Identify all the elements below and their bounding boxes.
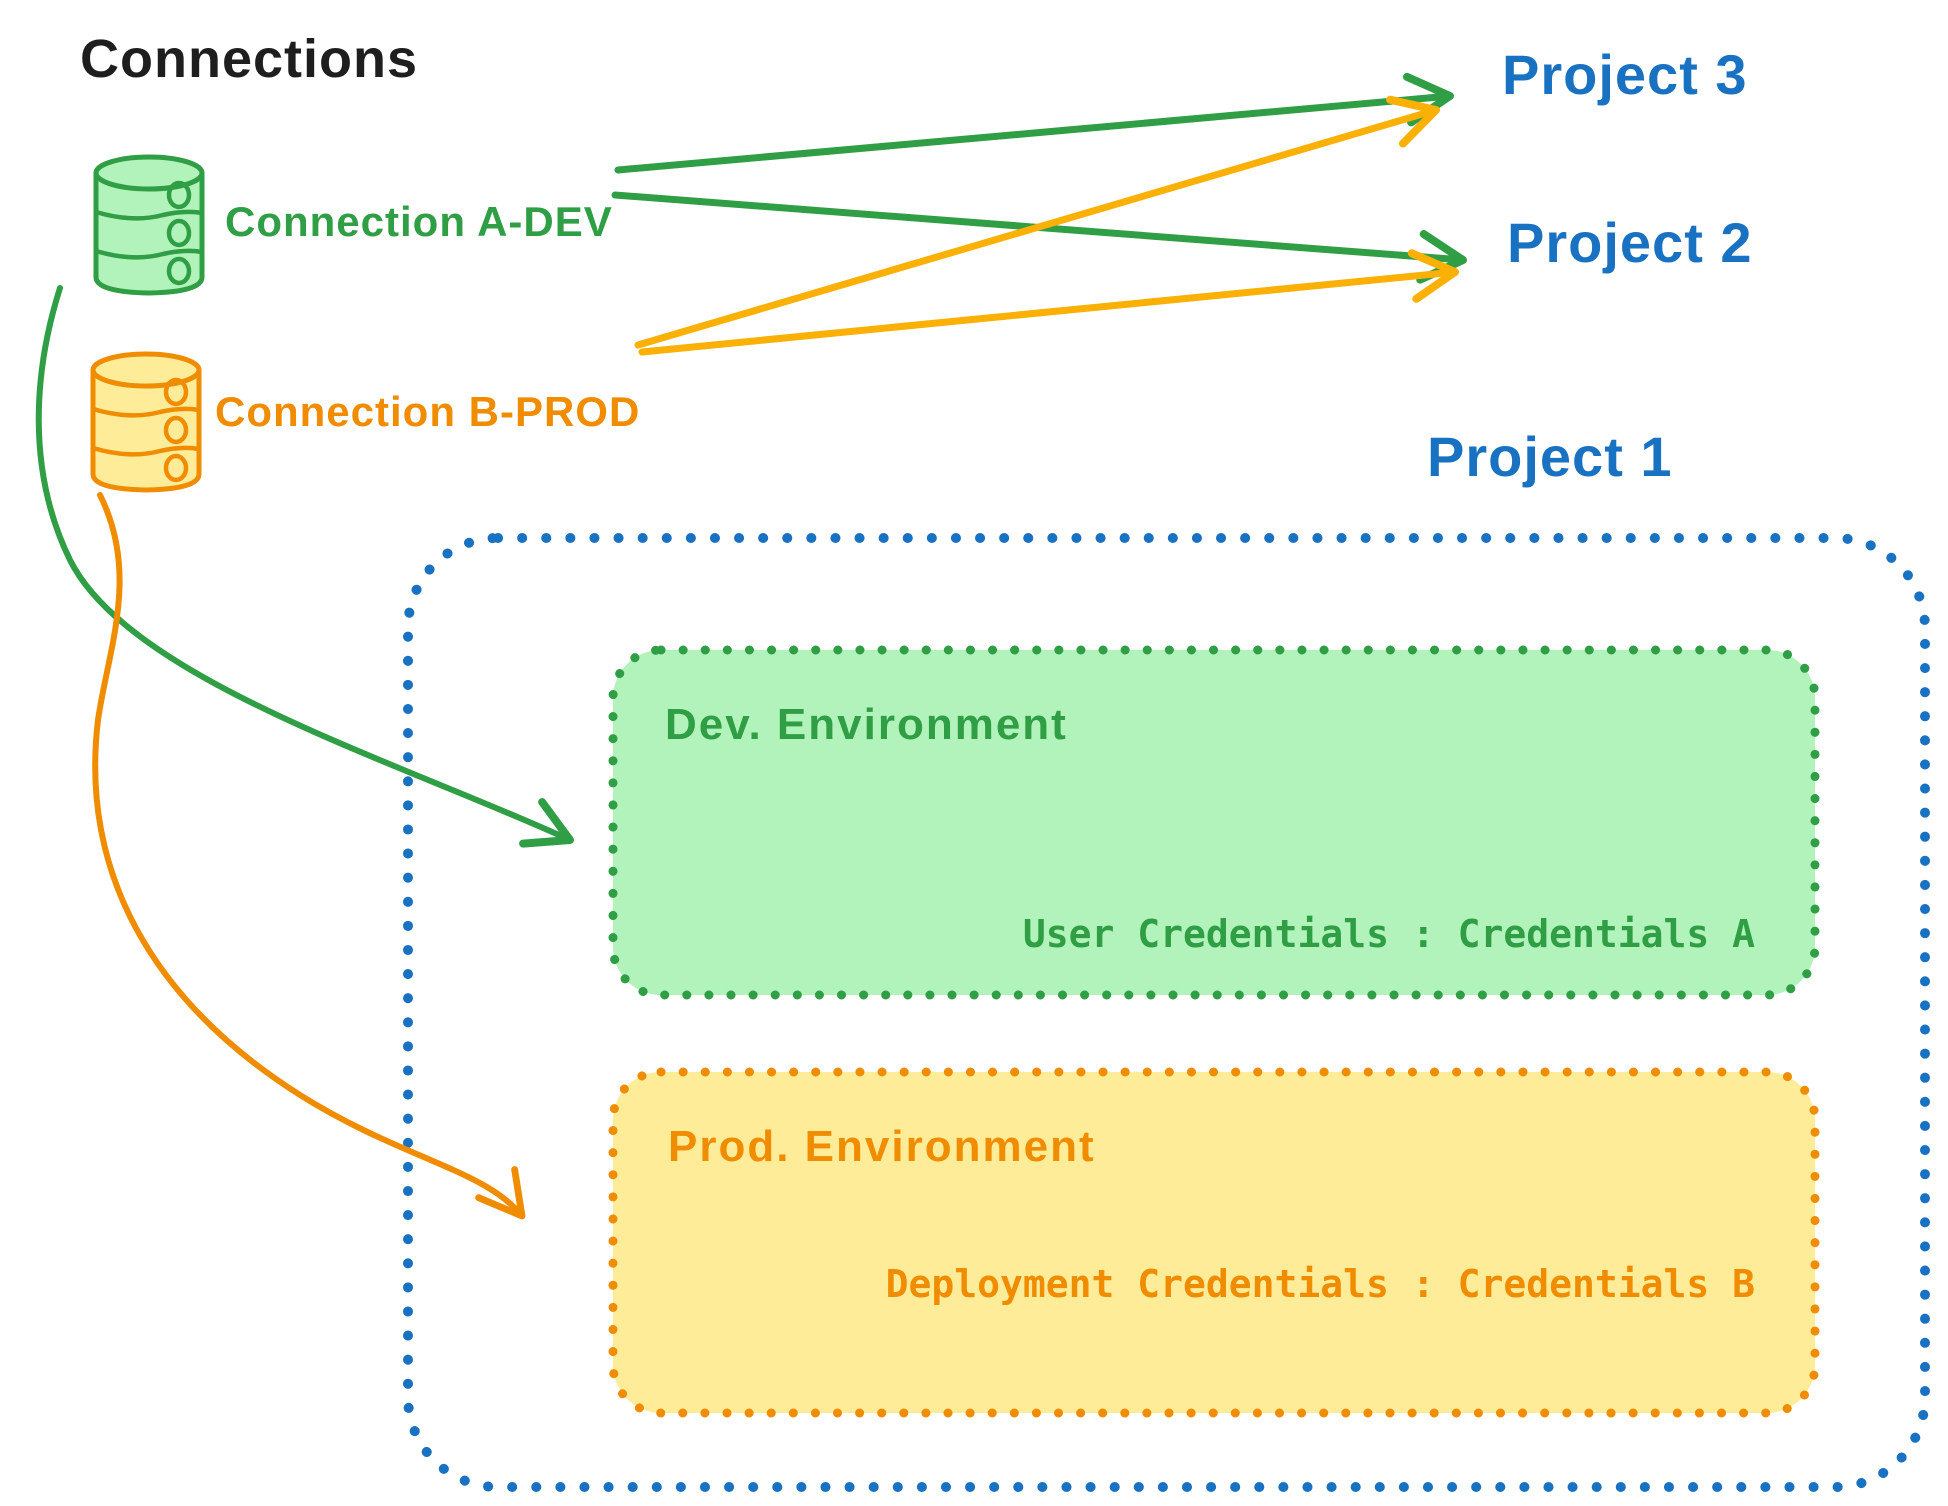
project-3-label: Project 3	[1502, 43, 1748, 106]
arrow-adev-project3	[614, 72, 1454, 174]
database-icon-a-dev	[93, 154, 205, 296]
project-2-label: Project 2	[1507, 211, 1753, 274]
prod-environment-box	[608, 1067, 1820, 1418]
database-icon-b-prod	[90, 351, 202, 493]
arrow-bprod-prod-environment	[92, 492, 526, 1220]
arrow-adev-dev-environment	[35, 285, 574, 848]
connection-b-prod-label: Connection B-PROD	[215, 388, 641, 435]
prod-credentials-text: Deployment Credentials : Credentials B	[885, 1262, 1755, 1306]
project-1-label: Project 1	[1427, 425, 1673, 488]
project1-container-box	[403, 533, 1930, 1492]
diagram-title: Connections	[80, 29, 419, 89]
dev-environment-title: Dev. Environment	[665, 700, 1068, 749]
arrow-bprod-project2	[638, 249, 1459, 356]
prod-environment-title: Prod. Environment	[668, 1122, 1096, 1171]
dev-environment-box	[608, 645, 1820, 1000]
dev-credentials-text: User Credentials : Credentials A	[1022, 912, 1755, 956]
arrow-bprod-project3	[634, 95, 1440, 349]
connection-a-dev-label: Connection A-DEV	[225, 198, 613, 245]
